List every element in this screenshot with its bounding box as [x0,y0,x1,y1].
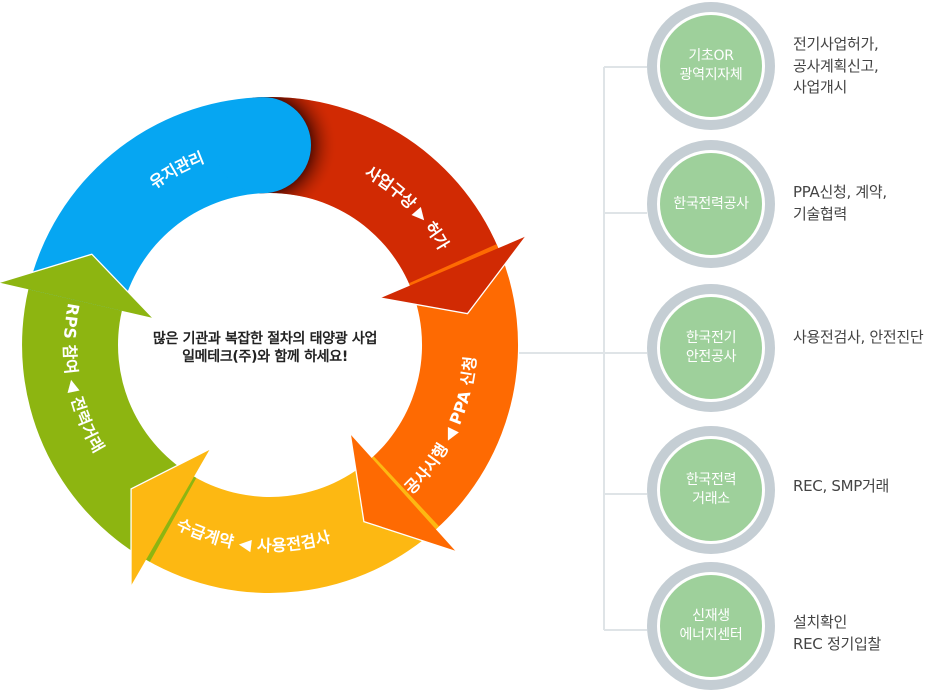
agency-name: 한국전력 거래소 [660,439,762,541]
agency-name: 신재생 에너지센터 [660,575,762,677]
agency-circle-local-government: 기초OR 광역지자체 [647,2,775,130]
agency-name: 기초OR 광역지자체 [660,15,762,117]
center-message-line-1: 많은 기관과 복잡한 절차의 태양광 사업 [152,331,378,347]
agency-description-renewable-energy-center: 설치확인 REC 정기입찰 [793,613,881,653]
agency-circle-power-exchange: 한국전력 거래소 [647,426,775,554]
agency-circle-electrical-safety: 한국전기 안전공사 [647,284,775,412]
center-message-line-2: 일메테크(주)와 함께 하세요! [182,349,348,365]
agency-description-electrical-safety: 사용전검사, 안전진단 [793,328,924,346]
agency-description-power-exchange: REC, SMP거래 [793,477,890,495]
segment-body-construction [371,244,519,530]
arrowhead-outline-construction [349,434,457,553]
segment-cap-maintenance [215,97,312,194]
agency-name: 한국전력공사 [660,153,762,255]
agency-circle-kepco: 한국전력공사 [647,140,775,268]
arrowhead-business-planning [380,236,526,314]
arrowhead-outline-supply-contract [130,448,211,586]
arrowhead-outline-rps-participation [0,253,154,319]
agency-description-kepco: PPA신청, 계약, 기술협력 [793,183,887,223]
connector-lines [519,66,647,631]
agency-circle-renewable-energy-center: 신재생 에너지센터 [647,562,775,690]
cycle-center-message: 많은 기관과 복잡한 절차의 태양광 사업 일메테크(주)와 함께 하세요! [110,330,420,366]
arrowhead-rps-participation [0,254,154,318]
arrowhead-construction [350,434,456,552]
agency-description-local-government: 전기사업허가, 공사계획신고, 사업개시 [793,35,879,96]
process-cycle-ring [0,96,527,594]
agency-name: 한국전기 안전공사 [660,297,762,399]
arrowhead-supply-contract [131,448,210,586]
arrowhead-outline-business-planning [380,236,527,315]
